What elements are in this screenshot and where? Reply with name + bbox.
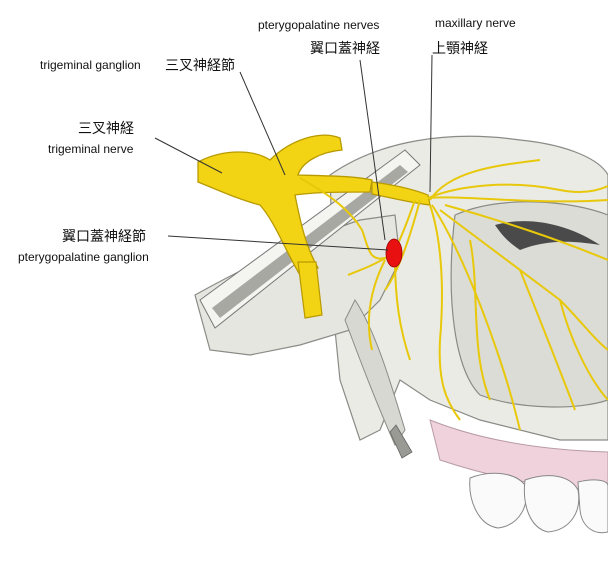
mandibular-branch <box>297 261 323 319</box>
tooth-1 <box>469 472 527 529</box>
pterygopalatine-ganglion-shape <box>385 238 403 268</box>
tooth-2 <box>523 475 580 533</box>
label-trigeminal-nerve-ja: 三叉神経 <box>78 121 134 137</box>
label-pterygopalatine-ganglion-ja: 翼口蓋神経節 <box>62 229 146 245</box>
label-pterygopalatine-nerves-en: pterygopalatine nerves <box>258 18 380 32</box>
bone-marrow <box>212 165 408 318</box>
pterygoid-hamulus <box>389 424 413 459</box>
label-maxillary-nerve-en: maxillary nerve <box>435 16 516 30</box>
leader-lines <box>154 54 433 251</box>
tooth-3 <box>577 479 608 534</box>
pterygoid-plate <box>344 299 406 447</box>
label-pterygopalatine-ganglion-en: pterygopalatine ganglion <box>18 250 149 264</box>
label-trigeminal-ganglion-en: trigeminal ganglion <box>40 58 141 72</box>
label-maxillary-nerve-ja: 上顎神経 <box>432 41 488 57</box>
nerve-branches <box>299 159 608 431</box>
trigeminal-ganglion-shape <box>197 134 373 276</box>
label-pterygopalatine-nerves-ja: 翼口蓋神経 <box>310 41 380 57</box>
label-trigeminal-nerve-en: trigeminal nerve <box>48 142 134 156</box>
label-trigeminal-ganglion-ja: 三叉神経節 <box>165 58 235 74</box>
